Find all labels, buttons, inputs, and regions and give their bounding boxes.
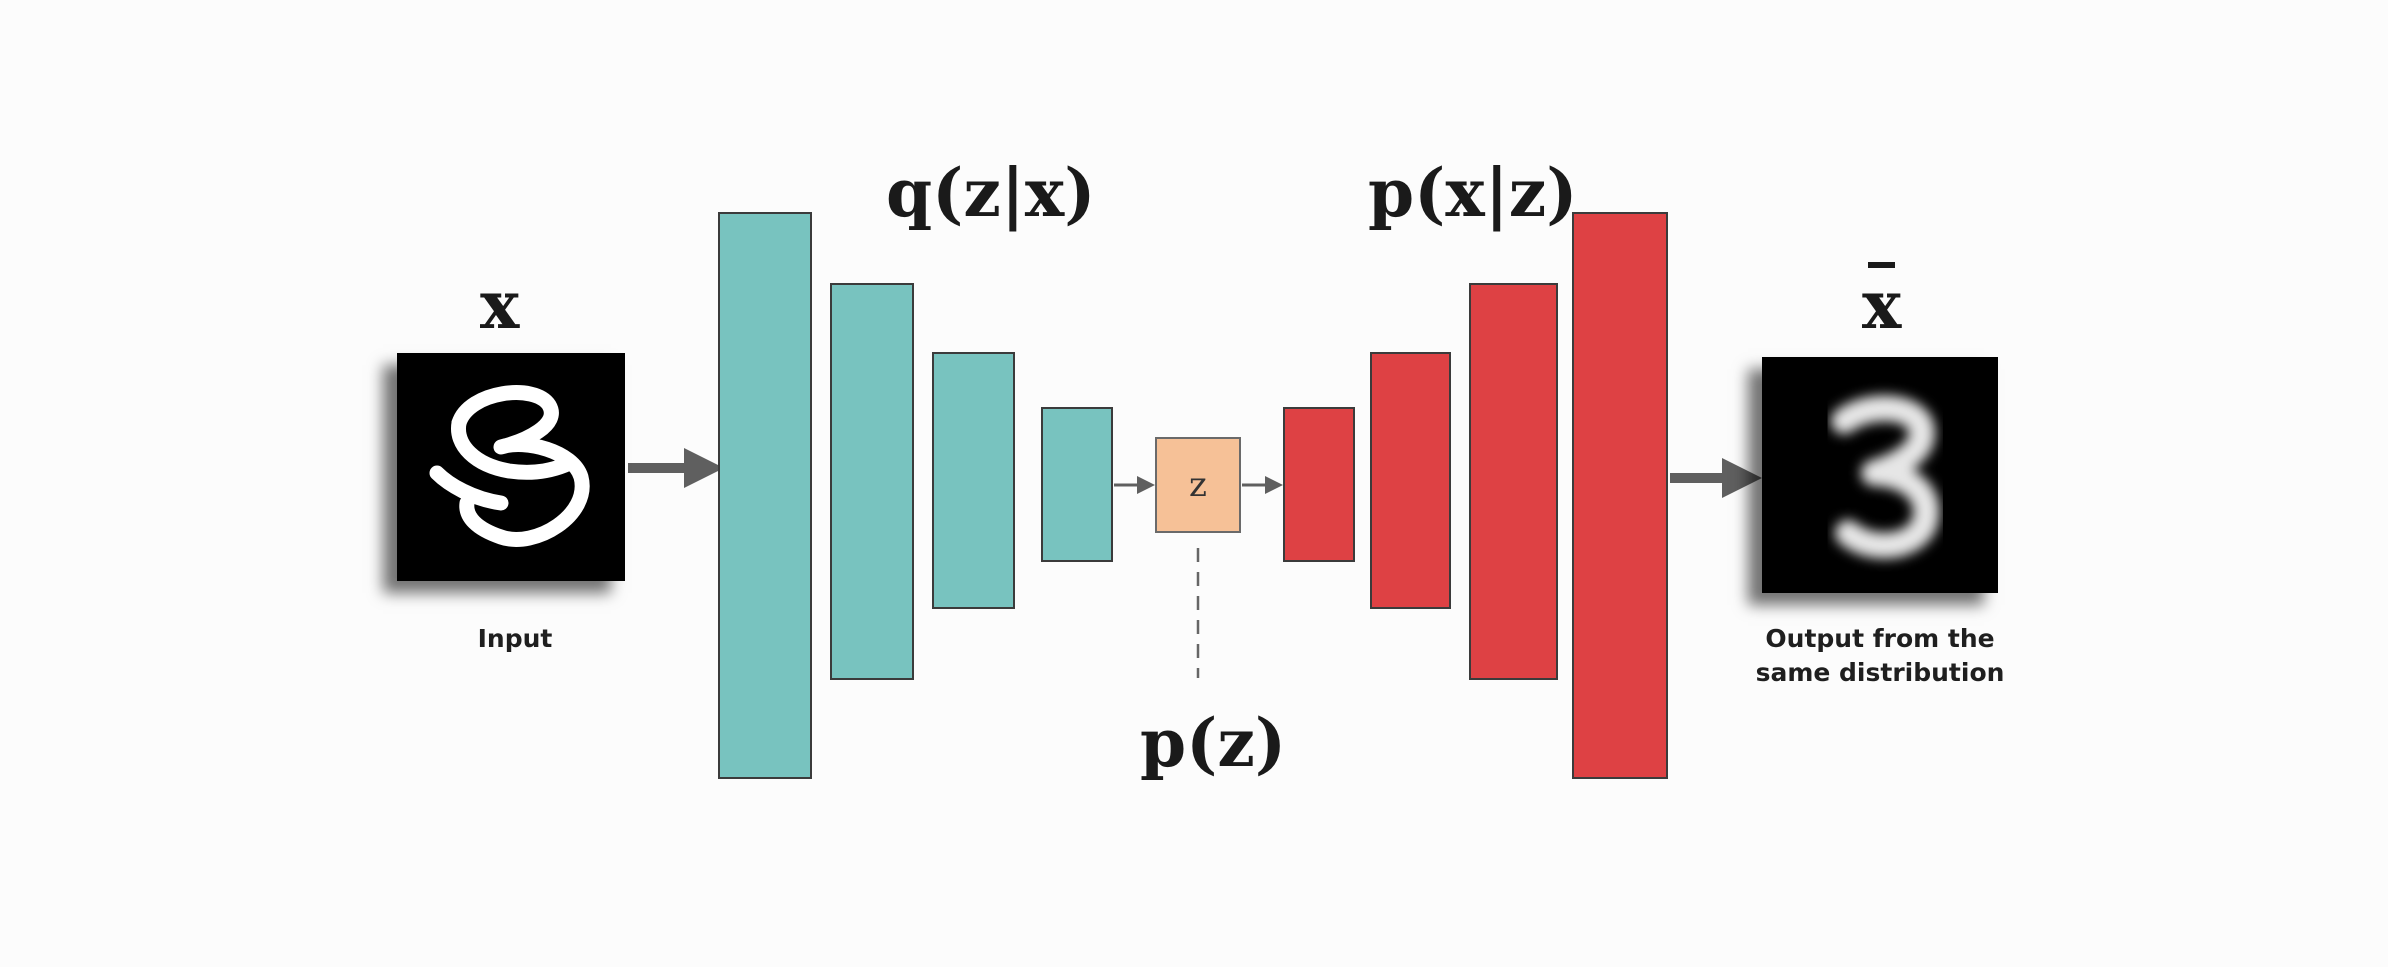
latent-z-label: z <box>1189 465 1207 505</box>
output-variable-text: x <box>1862 266 1902 344</box>
output-caption: Output from the same distribution <box>1730 622 2030 690</box>
encoder-layer-1 <box>718 212 812 779</box>
decoder-layer-3 <box>1469 283 1558 680</box>
bar-accent <box>1868 262 1896 268</box>
output-digit-image <box>1762 357 1998 593</box>
blurry-three-drawing <box>1831 395 1940 559</box>
output-caption-line-1: Output from the <box>1765 624 1995 653</box>
decoder-layer-2 <box>1370 352 1451 609</box>
encoder-layer-4 <box>1041 407 1113 562</box>
input-digit-image <box>397 353 625 581</box>
decoder-label: p(x|z) <box>1368 154 1578 232</box>
encoder-layer-3 <box>932 352 1015 609</box>
latent-z-box: z <box>1155 437 1241 533</box>
input-caption: Input <box>477 624 553 653</box>
output-variable-label: x <box>1862 262 1901 338</box>
output-caption-line-2: same distribution <box>1755 657 2005 687</box>
encoder-label: q(z|x) <box>886 154 1096 232</box>
decoder-layer-1 <box>1283 407 1355 562</box>
handwritten-three-drawing <box>429 385 590 547</box>
encoder-layer-2 <box>830 283 914 680</box>
decoder-layer-4 <box>1572 212 1668 779</box>
input-variable-label: x <box>480 266 520 344</box>
prior-label: p(z) <box>1140 704 1287 782</box>
